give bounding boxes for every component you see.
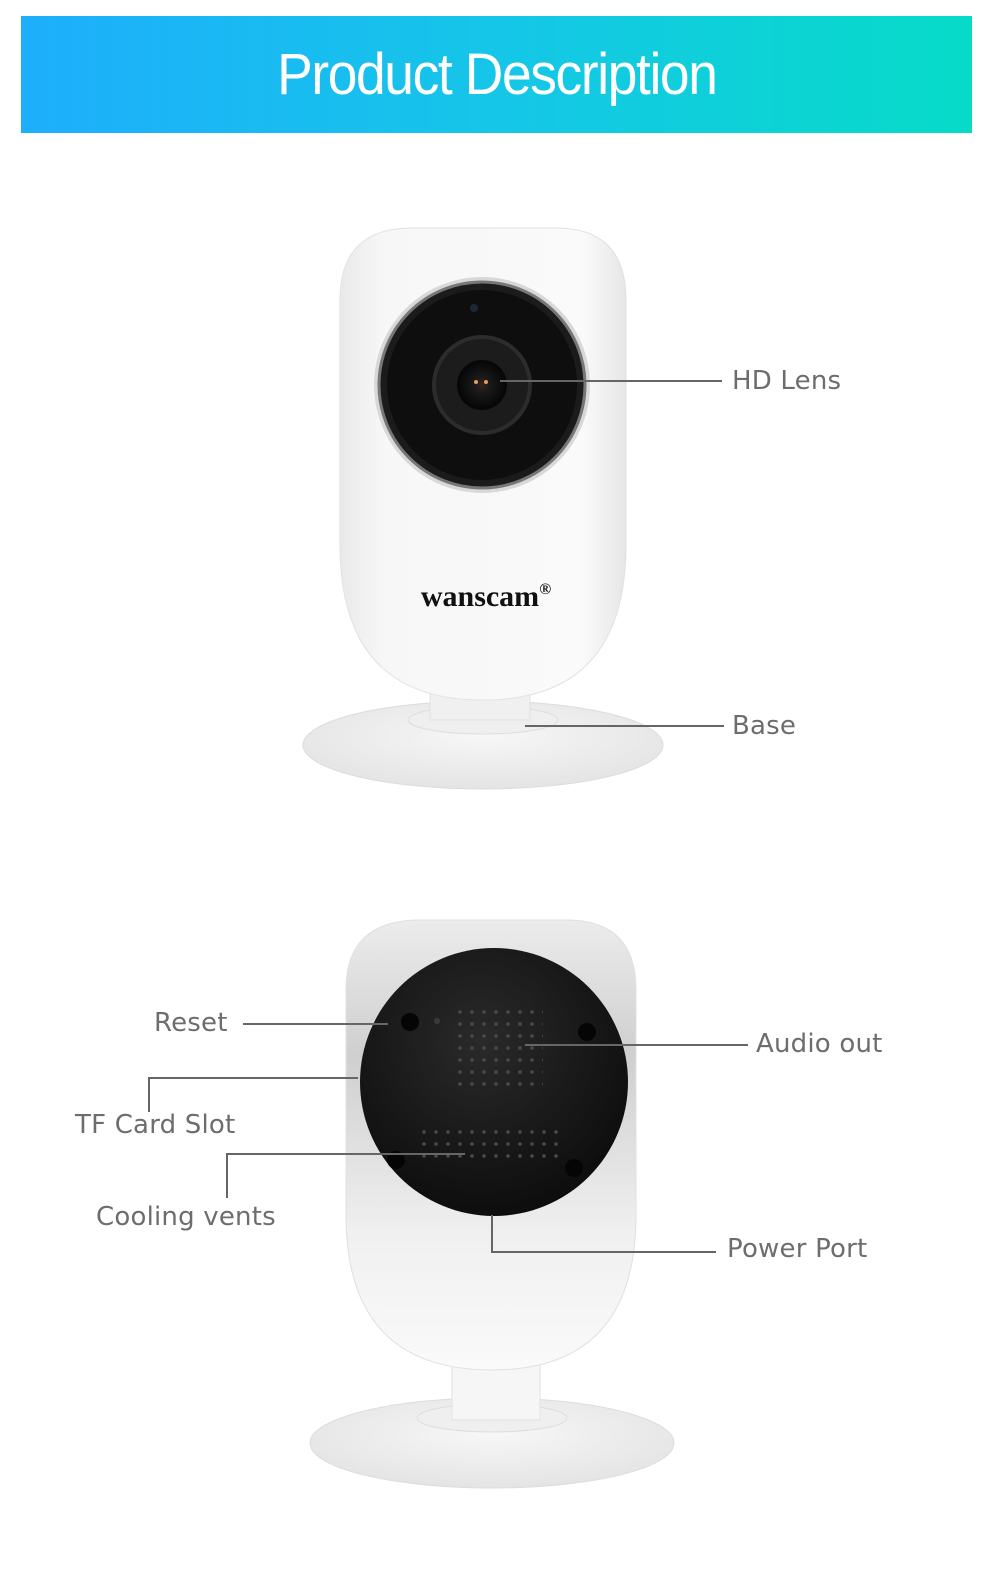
callout-reset: Reset xyxy=(154,1008,228,1038)
page-title: Product Description xyxy=(276,42,718,107)
brand-logo: wanscam® xyxy=(421,580,551,613)
callout-audio-out: Audio out xyxy=(756,1029,883,1059)
callout-tf-card-slot: TF Card Slot xyxy=(75,1110,236,1140)
callout-base: Base xyxy=(732,711,797,741)
callout-hd-lens: HD Lens xyxy=(732,366,842,396)
back-camera xyxy=(309,919,675,1489)
leader-lines xyxy=(148,380,748,1253)
front-camera xyxy=(302,227,664,790)
callout-cooling-vents: Cooling vents xyxy=(96,1202,276,1232)
callout-power-port: Power Port xyxy=(727,1234,868,1264)
header-banner: Product Description xyxy=(21,16,972,133)
